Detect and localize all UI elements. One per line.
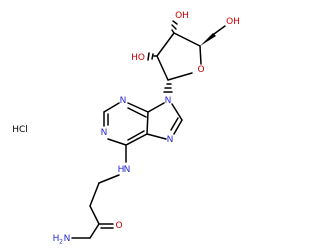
bond-c4-o [199, 45, 202, 65]
bond-ch2-oh [213, 25, 226, 35]
ribose-ring [147, 20, 226, 93]
bond-n9-c8 [171, 103, 183, 121]
label-ribose-oh-left: HO [131, 53, 145, 63]
butanamide-chain [71, 174, 120, 239]
label-n3: N [120, 96, 127, 106]
bond-c8-n7 [173, 119, 183, 135]
label-n9: N [165, 96, 172, 106]
label-n7: N [167, 135, 174, 145]
bond-c6-c5 [125, 133, 148, 146]
wedge-c4-ch2 [200, 33, 216, 46]
hash-bond-c3-oh [171, 20, 178, 34]
label-amide-sub: 2 [59, 239, 63, 246]
label-ribose-ring-o: O [197, 65, 204, 75]
molecule-structure-diagram: OH OH HO O N N N N N H O H 2 N HCl [12, 11, 240, 246]
label-ribose-ch2oh: OH [226, 17, 240, 27]
bond-cb-cc [89, 205, 100, 225]
hash-bond-c2-oh [147, 52, 158, 61]
bond-n3-c2 [103, 102, 120, 113]
bond-nh-ca [98, 174, 120, 184]
label-amide-n: N [64, 234, 71, 244]
label-amide-nh2: H 2 N [53, 234, 71, 246]
bond-n1-c6 [107, 138, 127, 146]
bond-c4-n3-double [127, 107, 147, 118]
bond-c6-c5-double [127, 130, 145, 141]
bond-o-c1 [167, 72, 193, 81]
bond-c2-c3 [156, 32, 175, 57]
bond-ca-cb [89, 182, 100, 207]
label-nh-group: N H [118, 165, 131, 175]
bond-c4-n9 [147, 102, 165, 113]
label-nh-n: N [124, 165, 131, 175]
bond-c8-n7-double [170, 117, 179, 131]
label-nh-h: H [118, 165, 125, 175]
label-n1: N [101, 128, 108, 138]
label-ribose-oh-top: OH [175, 11, 189, 21]
purine-ring [103, 102, 183, 163]
label-salt: HCl [12, 125, 28, 135]
bond-cc-co [89, 223, 100, 239]
bond-c1-c2 [156, 55, 169, 81]
label-amide-o: O [115, 221, 122, 231]
bond-c5-c4 [146, 111, 149, 135]
bond-c4-n3 [127, 102, 149, 113]
hash-bond-c1-n9 [163, 83, 173, 93]
bond-c3-c4 [173, 32, 201, 47]
label-amide-h: H [53, 234, 60, 244]
bond-n7-c5 [146, 133, 167, 140]
